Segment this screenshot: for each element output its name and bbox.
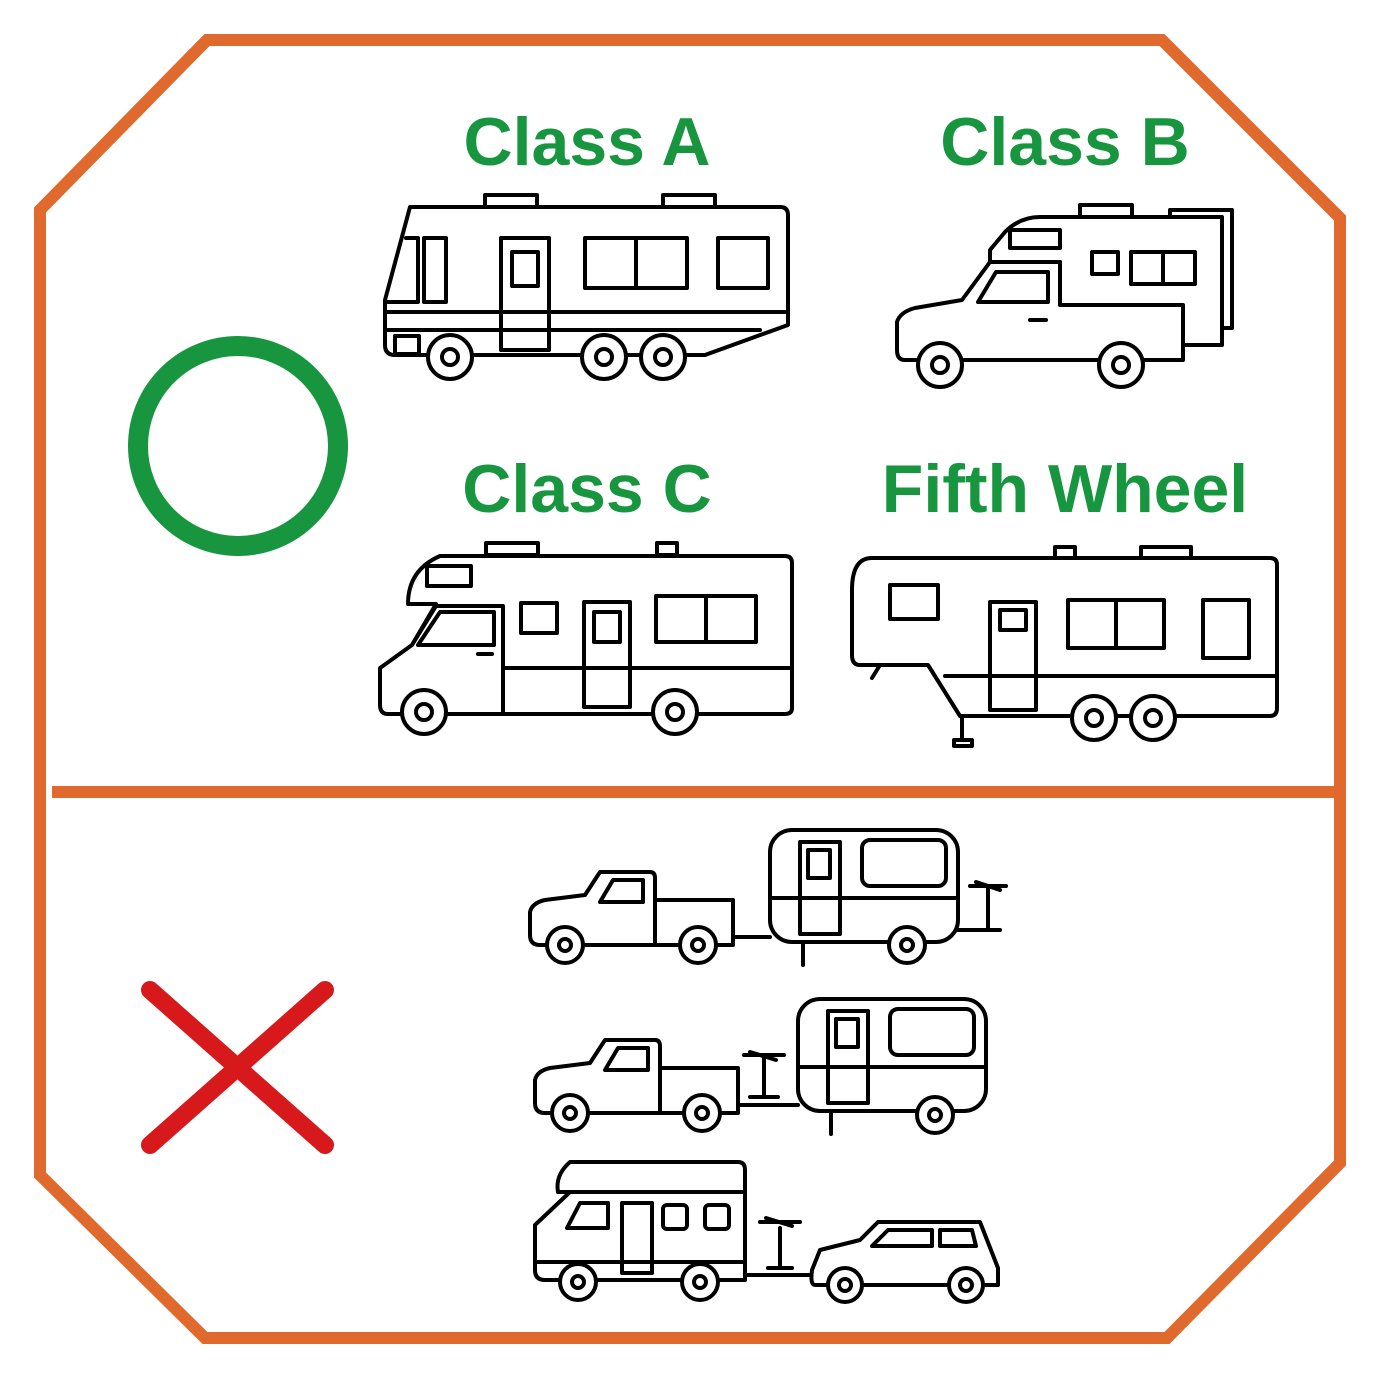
- class-a-motorhome-icon: [383, 193, 790, 381]
- circle-icon: [128, 336, 348, 556]
- cross-icon: [141, 981, 334, 1154]
- label-class-a: Class A: [464, 104, 711, 180]
- label-class-b: Class B: [940, 104, 1189, 180]
- class-c-motorhome-icon: [378, 541, 794, 736]
- pickup-towing-trailer-icon: [528, 828, 1008, 967]
- fifth-wheel-trailer-icon: [850, 545, 1279, 748]
- pickup-bike-rack-trailer-icon: [533, 997, 988, 1136]
- class-b-truck-camper-icon: [895, 203, 1234, 389]
- label-class-c: Class C: [462, 451, 711, 527]
- motorhome-towing-car-icon: [533, 1160, 1000, 1304]
- label-fifth-wheel: Fifth Wheel: [882, 451, 1248, 527]
